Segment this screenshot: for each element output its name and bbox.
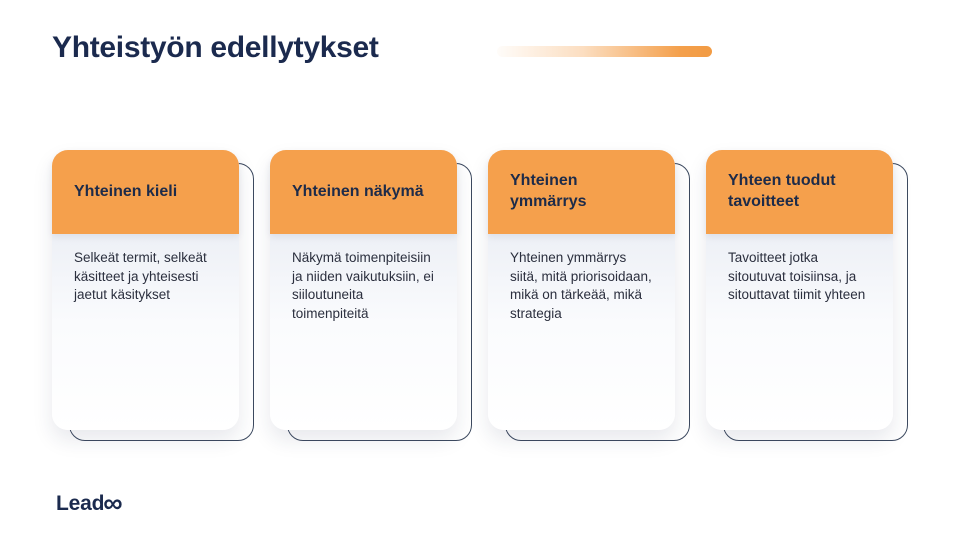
infinity-icon: ∞ — [103, 487, 123, 518]
card: Yhteinen kieli Selkeät termit, selkeät k… — [52, 150, 239, 430]
cards-row: Yhteinen kieli Selkeät termit, selkeät k… — [52, 150, 908, 445]
logo-text: Lead — [56, 492, 105, 515]
page-title: Yhteistyön edellytykset — [52, 31, 379, 64]
card-title: Yhteen tuodut tavoitteet — [728, 172, 836, 210]
card: Yhteinen ymmärrys Yhteinen ymmärrys siit… — [488, 150, 675, 430]
card-yhteen-tuodut-tavoitteet: Yhteen tuodut tavoitteet Tavoitteet jotk… — [706, 150, 908, 445]
card-header: Yhteinen kieli — [52, 150, 239, 234]
card-header: Yhteinen näkymä — [270, 150, 457, 234]
card-header: Yhteen tuodut tavoitteet — [706, 150, 893, 234]
title-accent-bar — [497, 46, 712, 57]
card-title: Yhteinen kieli — [74, 182, 178, 200]
card-header: Yhteinen ymmärrys — [488, 150, 675, 234]
card-body: Näkymä toimenpiteisiin ja niiden vaikutu… — [270, 234, 457, 430]
card-yhteinen-nakyma: Yhteinen näkymä Näkymä toimenpiteisiin j… — [270, 150, 472, 445]
card: Yhteen tuodut tavoitteet Tavoitteet jotk… — [706, 150, 893, 430]
card-title: Yhteinen ymmärrys — [510, 172, 587, 210]
card-description: Yhteinen ymmärrys siitä, mitä priorisoid… — [510, 250, 652, 321]
card-yhteinen-ymmarrys: Yhteinen ymmärrys Yhteinen ymmärrys siit… — [488, 150, 690, 445]
card-yhteinen-kieli: Yhteinen kieli Selkeät termit, selkeät k… — [52, 150, 254, 445]
card-body: Yhteinen ymmärrys siitä, mitä priorisoid… — [488, 234, 675, 430]
leadoo-logo: Lead∞ — [56, 487, 123, 518]
card-body: Tavoitteet jotka sitoutuvat toisiinsa, j… — [706, 234, 893, 430]
card-body: Selkeät termit, selkeät käsitteet ja yht… — [52, 234, 239, 430]
card-description: Selkeät termit, selkeät käsitteet ja yht… — [74, 250, 207, 303]
card-description: Tavoitteet jotka sitoutuvat toisiinsa, j… — [728, 250, 866, 303]
card: Yhteinen näkymä Näkymä toimenpiteisiin j… — [270, 150, 457, 430]
card-description: Näkymä toimenpiteisiin ja niiden vaikutu… — [292, 250, 434, 321]
card-title: Yhteinen näkymä — [292, 182, 424, 200]
